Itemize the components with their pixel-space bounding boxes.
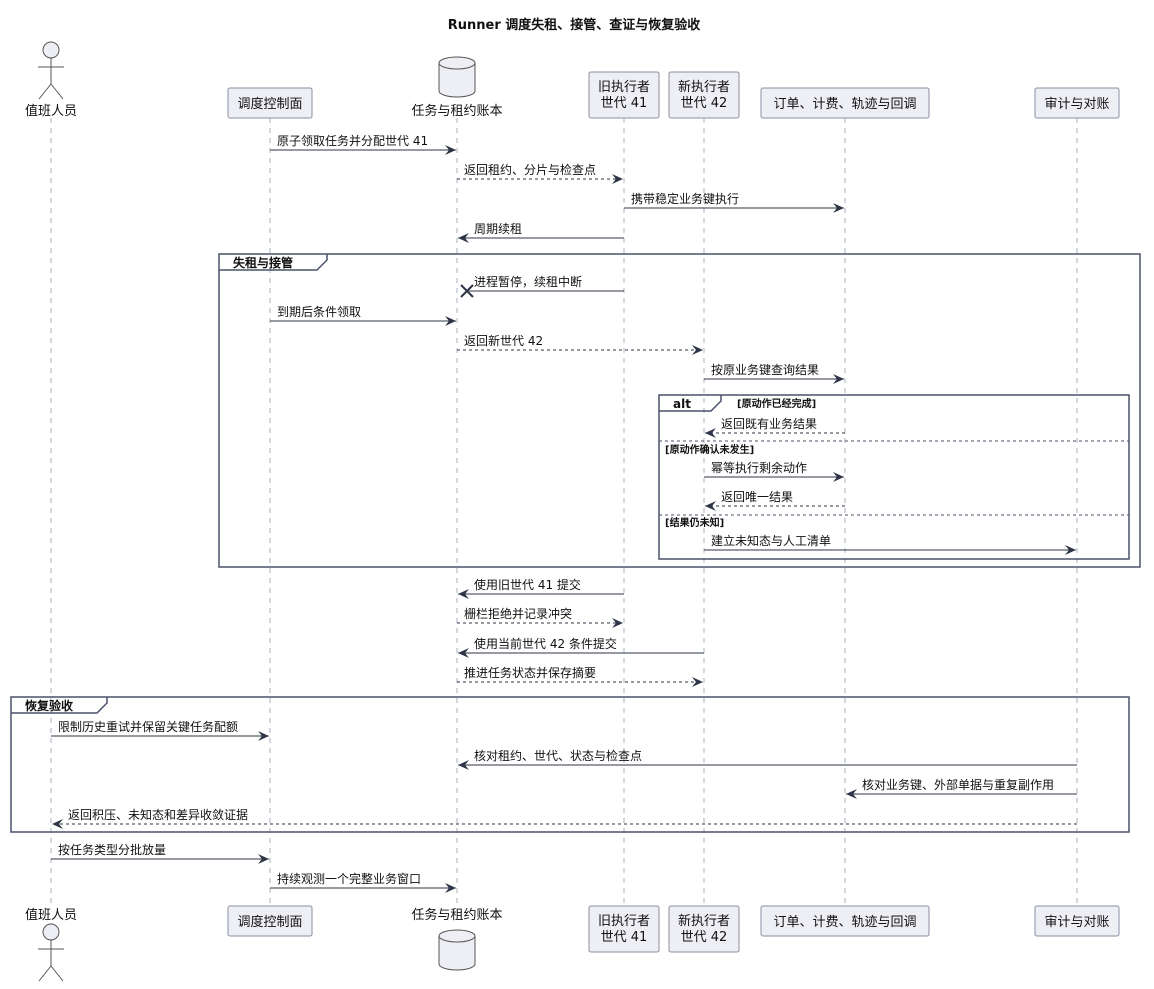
message: 到期后条件领取 — [270, 305, 456, 326]
message: 周期续租 — [458, 222, 624, 243]
message: 建立未知态与人工清单 — [704, 533, 1076, 555]
message: 返回既有业务结果 — [705, 416, 845, 438]
message-label: 使用旧世代 41 提交 — [474, 577, 581, 592]
message-label: 持续观测一个完整业务窗口 — [277, 871, 421, 886]
message: 限制历史重试并保留关键任务配额 — [51, 719, 269, 741]
message-label: 栅栏拒绝并记录冲突 — [464, 606, 572, 621]
participant-new-bottom-box — [668, 905, 740, 953]
participant-ledger-top-figure — [438, 56, 476, 98]
message-label: 使用当前世代 42 条件提交 — [474, 636, 617, 651]
participant-ledger-bottom-label: 任务与租约账本 — [411, 907, 502, 923]
message: 原子领取任务并分配世代 41 — [270, 133, 456, 155]
participant-audit-top-label: 审计与对账 — [1044, 97, 1109, 112]
participant-old-bottom-label: 旧执行者世代 41 — [598, 914, 650, 945]
message: 幂等执行剩余动作 — [704, 460, 844, 482]
message-label: 推进任务状态并保存摘要 — [464, 665, 596, 680]
alt-section-label: [结果仍未知] — [665, 516, 724, 529]
participant-sched-bottom-label: 调度控制面 — [237, 914, 302, 930]
message-label: 限制历史重试并保留关键任务配额 — [58, 719, 238, 734]
participant-oncall-bottom-label: 值班人员 — [25, 907, 77, 923]
participant-new-top-box — [668, 71, 740, 119]
message-label: 按原业务键查询结果 — [711, 362, 819, 377]
message-label: 返回唯一结果 — [721, 490, 793, 504]
message: 持续观测一个完整业务窗口 — [270, 871, 456, 893]
message: 返回租约、分片与检查点 — [457, 162, 623, 184]
message-label: 到期后条件领取 — [277, 305, 361, 319]
message: 使用旧世代 41 提交 — [458, 577, 624, 599]
participant-ledger-bottom-figure — [438, 929, 476, 971]
message: 核对业务键、外部单据与重复副作用 — [846, 777, 1077, 799]
message-label: 建立未知态与人工清单 — [711, 533, 831, 548]
message: 返回积压、未知态和差异收敛证据 — [52, 807, 1077, 829]
message-label: 携带稳定业务键执行 — [631, 191, 739, 206]
group-frame-g1: 失租与接管 — [218, 253, 1141, 568]
alt-section-label: [原动作已经完成] — [737, 397, 816, 410]
group-frame-g2-label: alt — [673, 397, 691, 411]
message-label: 按任务类型分批放量 — [58, 842, 166, 857]
participant-sched-top-label: 调度控制面 — [237, 96, 302, 112]
message: 栅栏拒绝并记录冲突 — [457, 606, 623, 628]
message: 按原业务键查询结果 — [704, 362, 844, 384]
participant-old-bottom-box — [588, 905, 660, 953]
message-label: 返回新世代 42 — [464, 333, 543, 348]
message-label: 进程暂停，续租中断 — [474, 274, 582, 289]
group-frame-g3-label: 恢复验收 — [25, 698, 73, 713]
lost-message-cross-icon — [460, 284, 474, 298]
message-label: 返回租约、分片与检查点 — [464, 162, 596, 177]
participant-ledger-top-label: 任务与租约账本 — [411, 103, 502, 119]
participant-oncall-top-label: 值班人员 — [25, 103, 77, 119]
participant-biz-bottom-box — [760, 905, 930, 937]
participant-old-top-label: 旧执行者世代 41 — [598, 80, 650, 111]
participant-oncall-bottom-figure — [38, 923, 64, 982]
participant-audit-top-box — [1034, 87, 1120, 119]
message: 返回唯一结果 — [705, 490, 845, 511]
message: 按任务类型分批放量 — [51, 842, 269, 864]
participant-biz-top-label: 订单、计费、轨迹与回调 — [773, 97, 916, 112]
participant-audit-bottom-box — [1034, 905, 1120, 937]
participant-oncall-top-figure — [38, 41, 64, 100]
message: 核对租约、世代、状态与检查点 — [458, 748, 1077, 770]
participant-sched-top-box — [227, 87, 313, 119]
group-frame-g1-label: 失租与接管 — [233, 255, 293, 270]
message-label: 核对租约、世代、状态与检查点 — [474, 748, 642, 763]
participant-audit-bottom-label: 审计与对账 — [1044, 915, 1109, 930]
alt-section-label: [原动作确认未发生] — [665, 443, 754, 456]
message: 携带稳定业务键执行 — [624, 191, 844, 213]
message-label: 核对业务键、外部单据与重复副作用 — [862, 777, 1054, 792]
group-frame-g3: 恢复验收 — [10, 696, 1130, 833]
participant-old-top-box — [588, 71, 660, 119]
participant-new-bottom-label: 新执行者世代 42 — [678, 913, 730, 945]
participant-sched-bottom-box — [227, 905, 313, 937]
message-label: 原子领取任务并分配世代 41 — [277, 133, 428, 148]
message-label: 幂等执行剩余动作 — [711, 460, 807, 475]
group-frame-g2: alt — [658, 394, 1130, 560]
participant-biz-bottom-label: 订单、计费、轨迹与回调 — [773, 915, 916, 930]
participant-new-top-label: 新执行者世代 42 — [678, 79, 730, 111]
diagram-title: Runner 调度失租、接管、查证与恢复验收 — [448, 17, 702, 33]
message: 使用当前世代 42 条件提交 — [458, 636, 704, 658]
message: 进程暂停，续租中断 — [460, 274, 624, 298]
message: 返回新世代 42 — [457, 333, 703, 355]
message-label: 返回积压、未知态和差异收敛证据 — [68, 807, 248, 822]
participant-biz-top-box — [760, 87, 930, 119]
message: 推进任务状态并保存摘要 — [457, 665, 703, 687]
message-label: 返回既有业务结果 — [721, 416, 817, 431]
message-label: 周期续租 — [474, 222, 522, 236]
